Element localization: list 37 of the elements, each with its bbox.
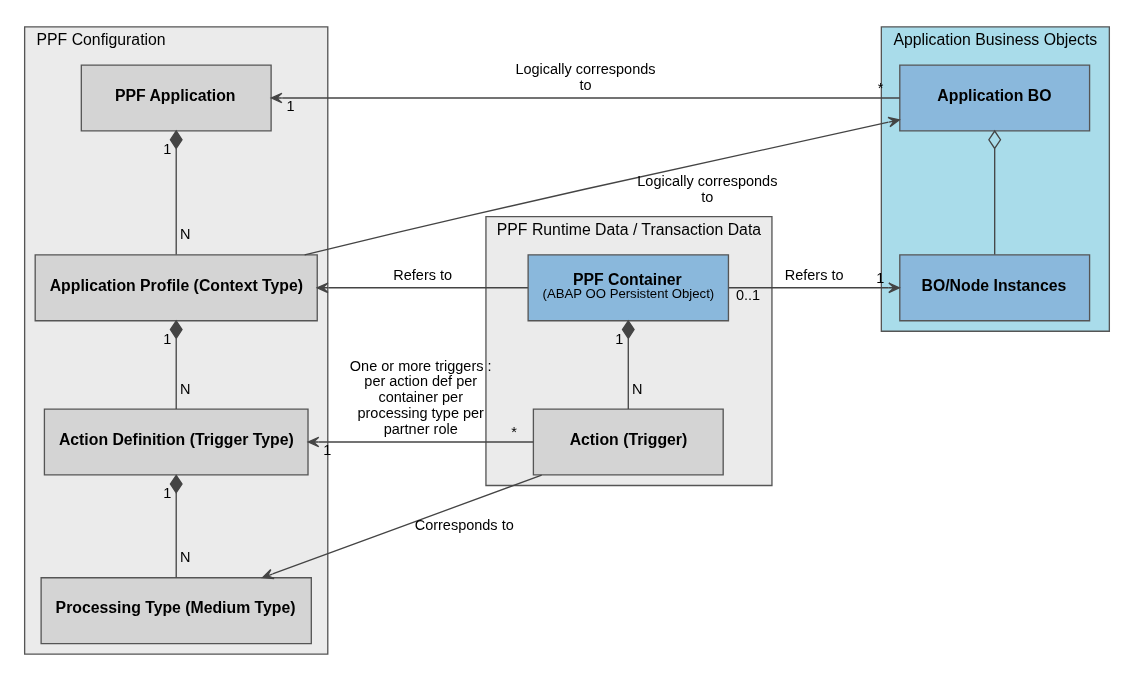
edge-label: Logically corresponds to <box>637 173 778 205</box>
label: N <box>179 549 191 566</box>
label: 1 <box>615 330 624 347</box>
label: N <box>179 380 191 397</box>
connector <box>621 319 635 410</box>
arrow <box>307 436 534 448</box>
arrow <box>270 92 901 104</box>
label: 1 <box>163 485 172 502</box>
label: 1 <box>163 330 172 347</box>
arrow <box>316 282 529 294</box>
label: 1 <box>163 140 172 157</box>
node-box: Processing Type (Medium Type) <box>40 577 312 645</box>
label: N <box>179 226 191 243</box>
edge-label: Corresponds to <box>414 517 514 534</box>
edge-label: One or more triggers : per action def per container per processing type per partner role <box>349 357 492 437</box>
edge-label: Logically corresponds to <box>515 61 656 93</box>
label: 0..1 <box>735 287 761 304</box>
node-box: Action Definition (Trigger Type) <box>43 408 309 476</box>
edge-label: Refers to <box>784 266 844 283</box>
edge-label: Refers to <box>393 266 453 283</box>
connector <box>988 129 1002 256</box>
arrow <box>261 474 543 580</box>
label: * <box>877 79 884 96</box>
label: N <box>631 380 643 397</box>
node-box: PPF Container (ABAP OO Persistent Object) <box>527 254 730 322</box>
arrow <box>304 116 900 256</box>
connector <box>169 474 183 579</box>
connector <box>169 129 183 256</box>
node-box: PPF Application <box>80 64 272 132</box>
node-box: Action (Trigger) <box>532 408 724 476</box>
connector <box>169 319 183 410</box>
arrow <box>728 282 900 294</box>
label: * <box>511 423 517 440</box>
node-box: Application BO <box>899 64 1091 132</box>
node-box: Application Profile (Context Type) <box>34 254 318 322</box>
node-box: BO/Node Instances <box>899 254 1091 322</box>
label: 1 <box>286 97 295 114</box>
